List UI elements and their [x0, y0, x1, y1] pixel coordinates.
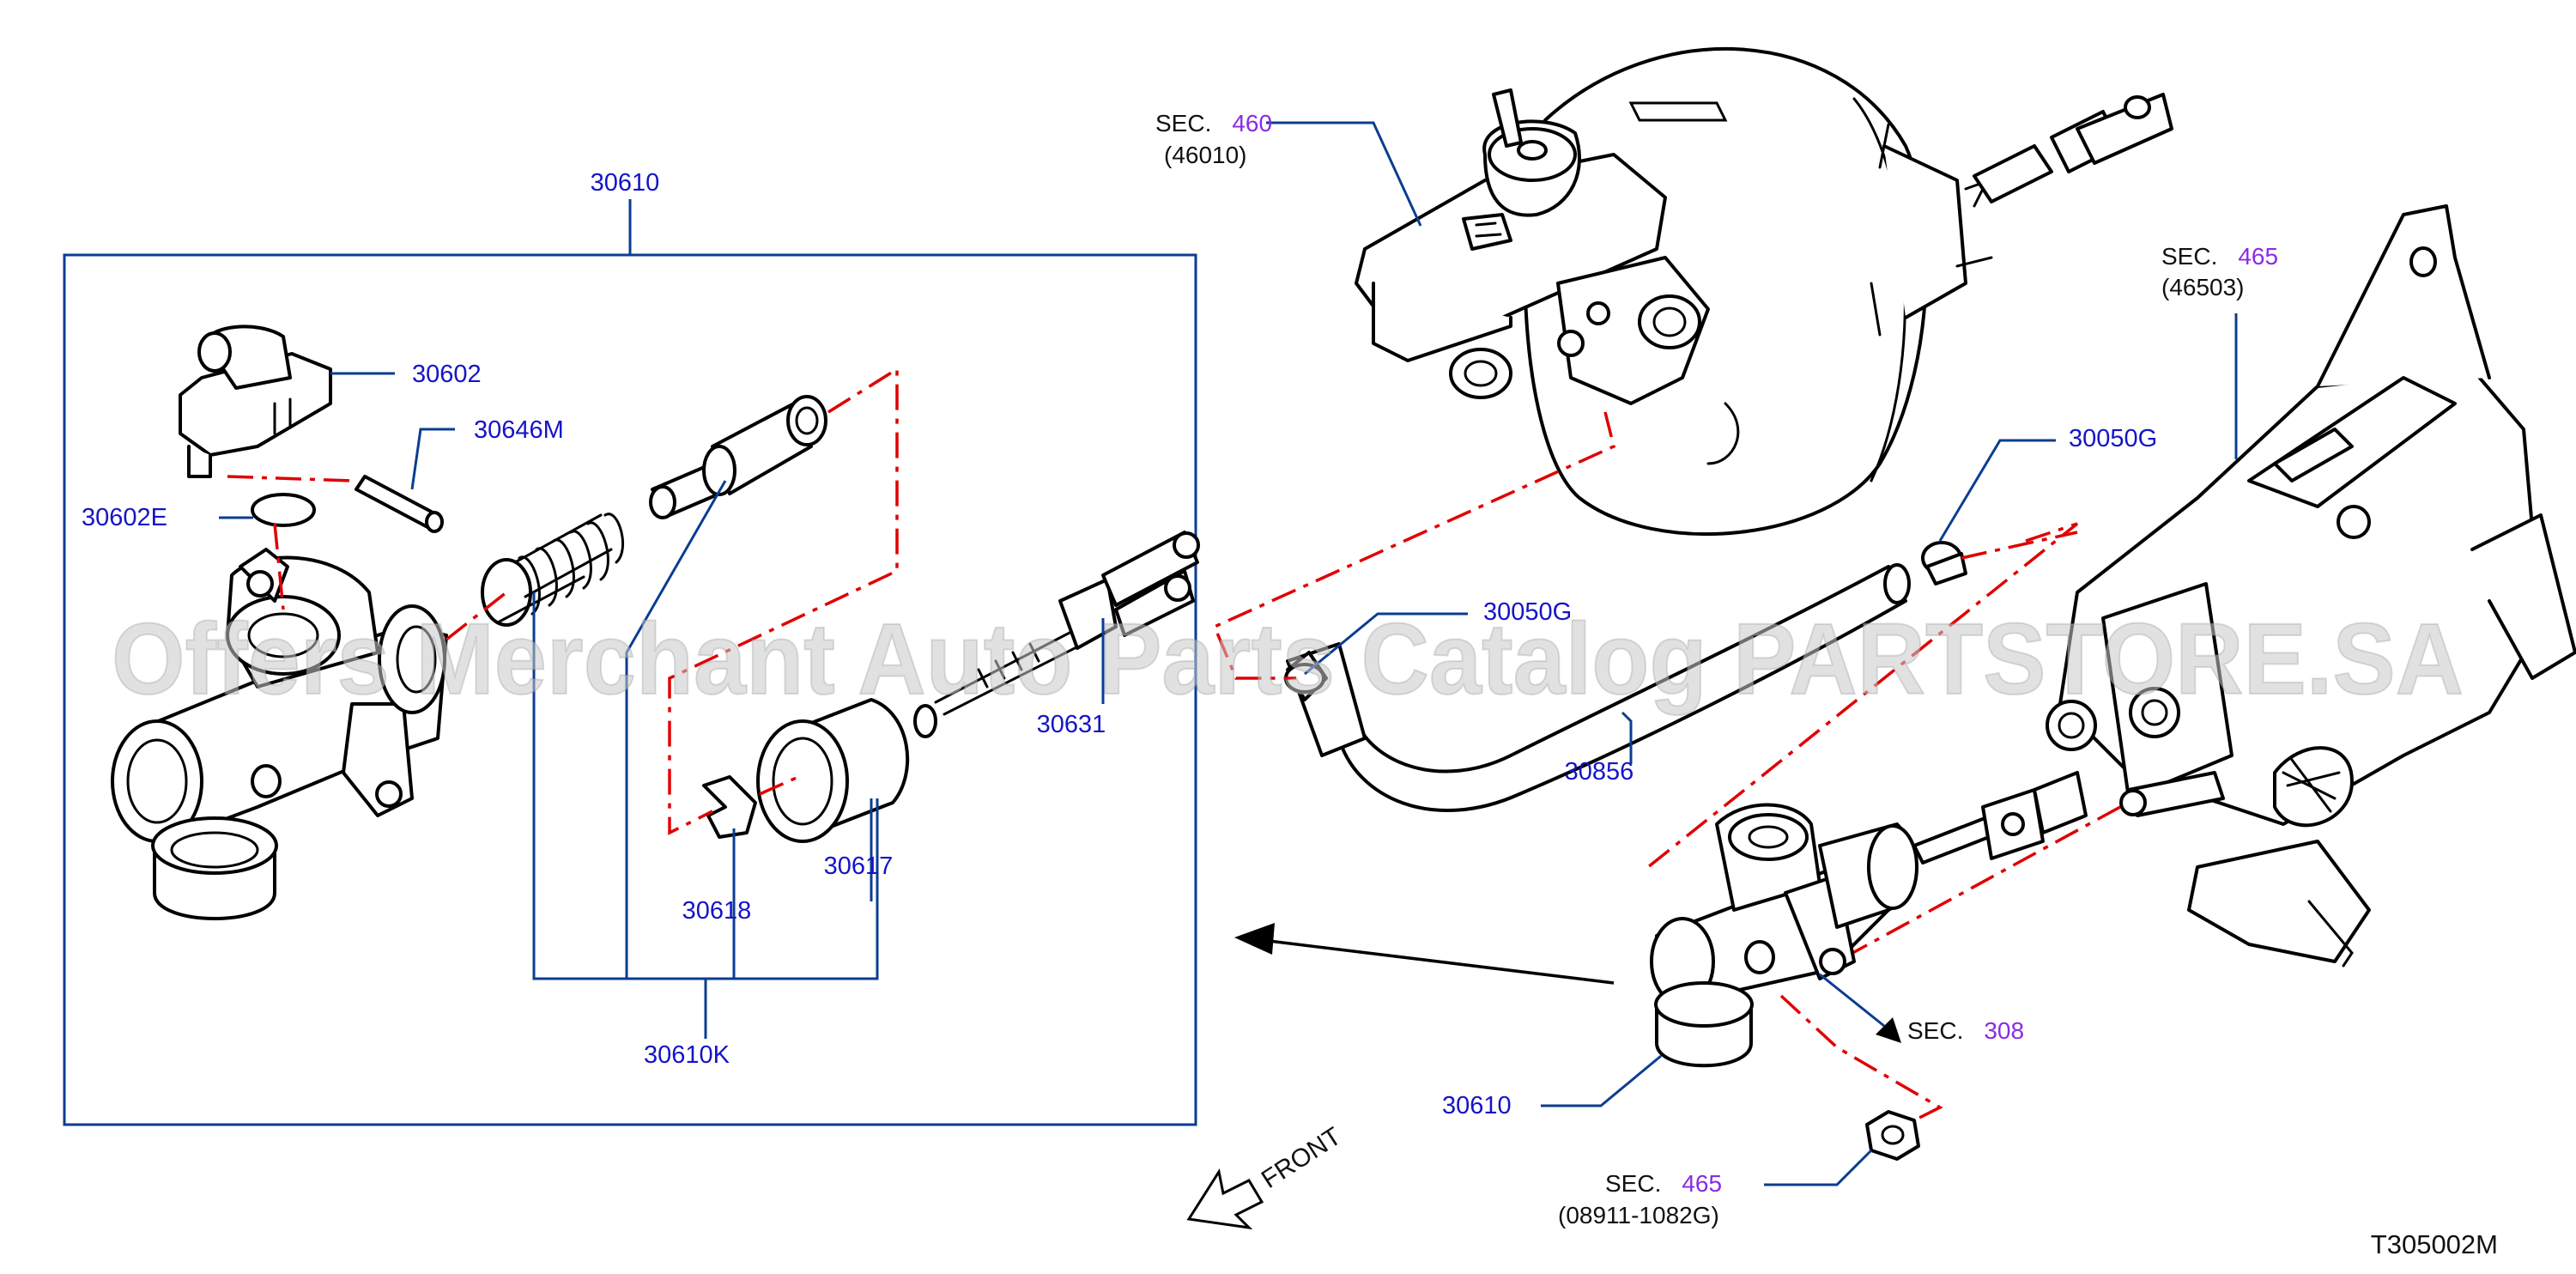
sec-460-prefix: SEC.: [1155, 110, 1211, 136]
sec-460-sub: (46010): [1164, 142, 1247, 168]
leader-30856: [1621, 711, 1633, 764]
leader-sec308: [1819, 973, 1885, 1028]
push-rod-part[interactable]: [913, 531, 1200, 738]
brake-fluid-reservoir-part: [1355, 88, 1710, 405]
hose-clamp-upper-part[interactable]: [1921, 541, 1967, 585]
sec-308-ref[interactable]: SEC. 308: [1907, 1017, 2024, 1044]
leader-30646M: [410, 428, 455, 490]
leader-30610K-piston: [625, 480, 727, 979]
leader-sec465-nut: [1764, 1149, 1873, 1186]
leader-30610-bottom: [1541, 1054, 1662, 1107]
label-30610K[interactable]: 30610K: [644, 1041, 730, 1069]
sec-465-pedal-sub: (46503): [2161, 274, 2245, 300]
direction-arrow-head: [1234, 923, 1275, 955]
phantom-line-pedal-upper: [1646, 522, 2079, 869]
direction-arrow-line: [1261, 938, 1615, 985]
label-30602[interactable]: 30602: [412, 361, 482, 388]
arrow-sec308: [1876, 1017, 1901, 1043]
sec-465-pedal-prefix: SEC.: [2161, 243, 2217, 270]
label-30610-top[interactable]: 30610: [591, 169, 660, 197]
label-30856[interactable]: 30856: [1565, 758, 1634, 786]
installed-master-cylinder-part[interactable]: [1650, 771, 2088, 1068]
leader-30050G-upper: [1938, 439, 2056, 542]
sec-465-nut-ref[interactable]: SEC. 465: [1605, 1170, 1722, 1197]
label-30610-bottom[interactable]: 30610: [1442, 1092, 1512, 1119]
phantom-line-kit: [668, 366, 899, 835]
piston-part[interactable]: [649, 395, 827, 519]
phantom-line-hose: [1212, 411, 1616, 680]
watermark-text: Offers Merchant Auto Parts Catalog PARTS…: [112, 603, 2464, 716]
clutch-pedal-bracket-part: [2046, 204, 2576, 968]
sec-460-ref[interactable]: SEC. 460: [1155, 110, 1272, 136]
sec-465-nut-number[interactable]: 465: [1682, 1170, 1722, 1197]
sec-465-pedal-ref[interactable]: SEC. 465: [2161, 243, 2278, 270]
sec-308-prefix: SEC.: [1907, 1017, 1963, 1044]
pin-part[interactable]: [355, 475, 444, 533]
phantom-line-spring: [445, 591, 508, 641]
label-30050G-lower[interactable]: 30050G: [1483, 598, 1572, 626]
phantom-line-boot: [759, 775, 799, 796]
o-ring-part[interactable]: [251, 493, 316, 527]
sec-465-pedal-number[interactable]: 465: [2238, 243, 2278, 270]
boot-part[interactable]: [756, 698, 910, 843]
phantom-line-cap: [227, 475, 353, 482]
label-30631[interactable]: 30631: [1037, 711, 1106, 738]
label-30602E[interactable]: 30602E: [82, 504, 167, 531]
phantom-line-pedal-lower: [1836, 805, 2121, 963]
leader-30050G-lower: [1304, 612, 1468, 676]
sec-465-nut-prefix: SEC.: [1605, 1170, 1661, 1197]
diagram-code: T305002M: [2371, 1229, 2498, 1259]
leader-sec460: [1266, 121, 1422, 227]
master-cylinder-body-part[interactable]: [111, 548, 448, 920]
phantom-line-nut: [1779, 994, 1943, 1122]
return-spring-part[interactable]: [481, 513, 625, 627]
label-30646M[interactable]: 30646M: [474, 416, 564, 444]
phantom-line-oring: [273, 523, 285, 610]
sec-465-nut-sub: (08911-1082G): [1558, 1202, 1719, 1228]
front-arrow-icon: [1186, 1168, 1264, 1230]
snap-ring-part[interactable]: [702, 775, 757, 839]
label-30617[interactable]: 30617: [824, 852, 894, 880]
front-label: FRONT: [1257, 1122, 1347, 1194]
sec-460-number[interactable]: 460: [1232, 110, 1272, 136]
phantom-line-clamp: [1961, 531, 2078, 560]
reservoir-cap-part[interactable]: [179, 325, 332, 478]
sec-308-number[interactable]: 308: [1984, 1017, 2024, 1044]
label-30050G-upper[interactable]: 30050G: [2069, 425, 2157, 452]
label-30618[interactable]: 30618: [682, 897, 752, 925]
nut-part[interactable]: [1865, 1110, 1920, 1161]
